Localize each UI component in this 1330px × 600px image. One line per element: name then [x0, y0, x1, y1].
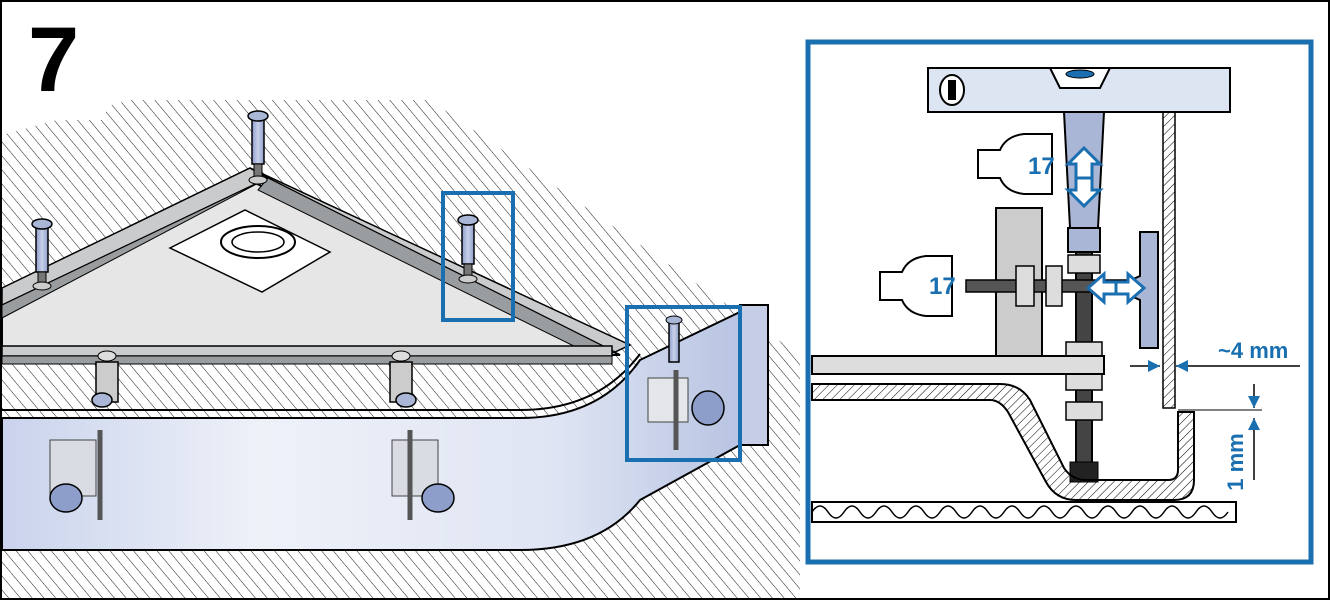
floor-profile — [811, 501, 1237, 523]
gap-bottom-dimension — [1178, 384, 1262, 480]
frame-rails — [1, 167, 632, 365]
wrench-top-icon — [977, 133, 1053, 195]
adjustable-leg — [247, 110, 269, 185]
spirit-level — [927, 67, 1231, 113]
drain-outlet — [168, 209, 332, 293]
wrench-left-icon — [879, 255, 953, 317]
panel-bracket — [49, 350, 119, 520]
bottom-gap-label: 1 mm — [1223, 433, 1248, 491]
panel-bracket — [389, 350, 455, 520]
vertical-adjust-arrow — [1064, 145, 1104, 209]
leg-highlight-box — [441, 191, 515, 322]
wrench-left-size-label: 17 — [929, 273, 956, 300]
step-number: 7 — [28, 9, 80, 111]
wall-tile — [1162, 111, 1176, 409]
wrench-top-size-label: 17 — [1028, 153, 1055, 180]
side-gap-label: ~4 mm — [1218, 338, 1289, 363]
adjustable-leg — [457, 214, 479, 284]
horizontal-adjust-arrow — [1085, 270, 1147, 306]
adjustable-leg — [31, 218, 53, 291]
threaded-rod — [965, 265, 1127, 307]
corner-highlight-box — [625, 305, 742, 462]
step-number-backdrop — [20, 20, 106, 120]
corner-bracket — [647, 315, 725, 450]
tray-cross-section — [811, 355, 1195, 501]
gap-side-dimension — [1130, 360, 1300, 372]
